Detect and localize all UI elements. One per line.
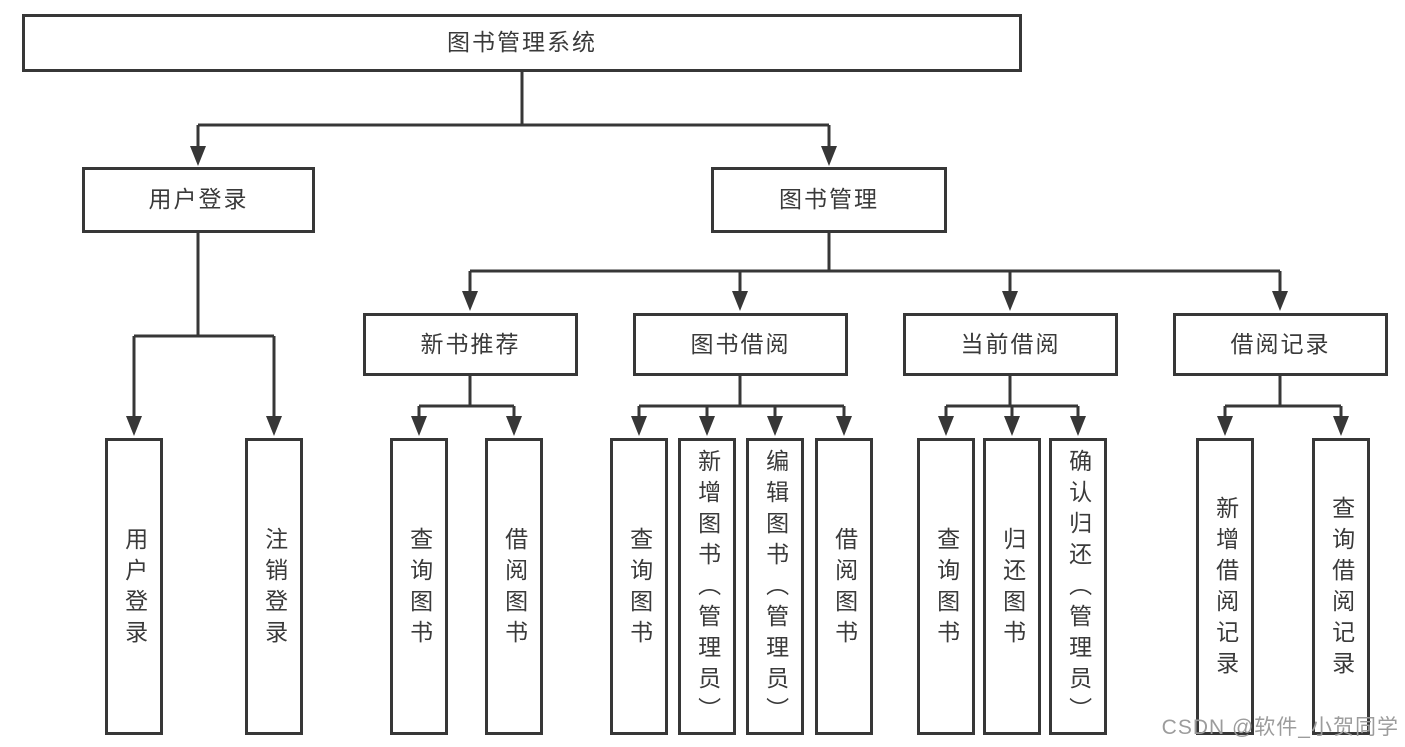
node-book-management: 图书管理 xyxy=(711,167,947,233)
node-root-library-management-system: 图书管理系统 xyxy=(22,14,1022,72)
leaf-user-login: 用户登录 xyxy=(105,438,163,735)
leaf-add-books-admin: 新增图书（管理员） xyxy=(678,438,736,735)
leaf-query-borrow-record: 查询借阅记录 xyxy=(1312,438,1370,735)
leaf-borrow-books-recommend: 借阅图书 xyxy=(485,438,543,735)
leaf-borrow-books: 借阅图书 xyxy=(815,438,873,735)
leaf-query-books-recommend: 查询图书 xyxy=(390,438,448,735)
node-book-borrow: 图书借阅 xyxy=(633,313,848,376)
node-user-login: 用户登录 xyxy=(82,167,315,233)
csdn-watermark: CSDN @软件_小贺同学 xyxy=(1161,716,1399,739)
leaf-logout: 注销登录 xyxy=(245,438,303,735)
leaf-add-borrow-record: 新增借阅记录 xyxy=(1196,438,1254,735)
leaf-query-books-borrow: 查询图书 xyxy=(610,438,668,735)
leaf-return-books: 归还图书 xyxy=(983,438,1041,735)
leaf-query-books-current: 查询图书 xyxy=(917,438,975,735)
node-new-book-recommend: 新书推荐 xyxy=(363,313,578,376)
arrowheads xyxy=(126,146,1349,436)
node-current-borrow: 当前借阅 xyxy=(903,313,1118,376)
leaf-confirm-return-admin: 确认归还（管理员） xyxy=(1049,438,1107,735)
node-borrow-records: 借阅记录 xyxy=(1173,313,1388,376)
leaf-edit-books-admin: 编辑图书（管理员） xyxy=(746,438,804,735)
